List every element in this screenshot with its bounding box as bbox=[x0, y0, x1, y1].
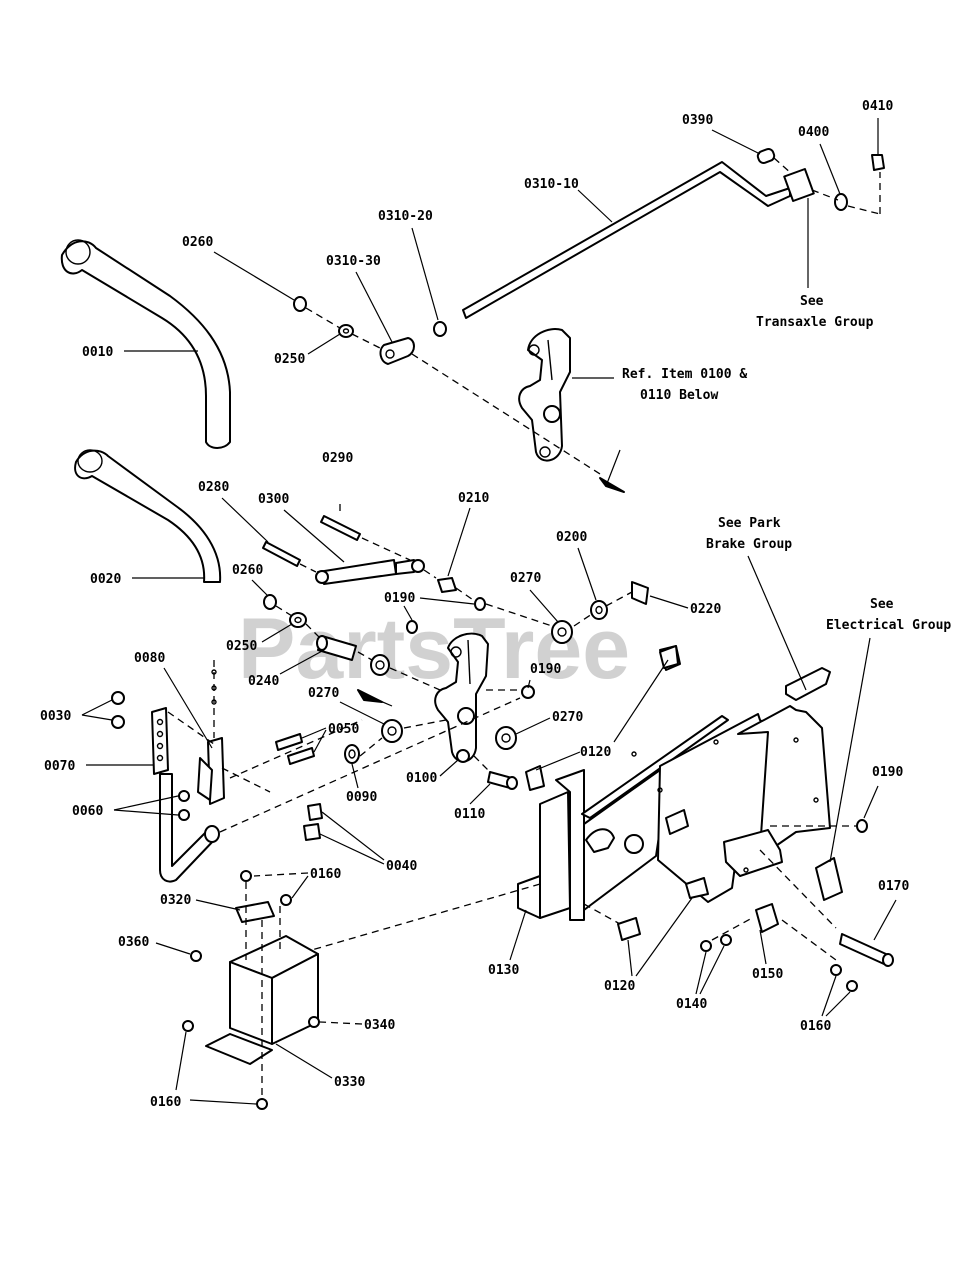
callout-0070: 0070 bbox=[44, 759, 75, 774]
control-lever-lower bbox=[434, 632, 489, 763]
callout-0300: 0300 bbox=[258, 492, 289, 507]
frame-bracket bbox=[283, 645, 862, 959]
callout-0360: 0360 bbox=[118, 935, 149, 950]
note-park-line1: See Park bbox=[718, 516, 781, 531]
reference-notes: See Transaxle Group Ref. Item 0100 & 011… bbox=[622, 294, 951, 863]
callout-0280: 0280 bbox=[198, 480, 229, 495]
callout-0400: 0400 bbox=[798, 125, 829, 140]
note-transaxle-line1: See bbox=[800, 294, 824, 309]
callout-0190-right: 0190 bbox=[872, 765, 903, 780]
callout-0410: 0410 bbox=[862, 99, 893, 114]
gas-spring-assembly bbox=[262, 504, 437, 585]
callout-0260-lower: 0260 bbox=[232, 563, 263, 578]
callout-0160-upper: 0160 bbox=[310, 867, 341, 882]
callout-0140: 0140 bbox=[676, 997, 707, 1012]
lower-bracket-assembly bbox=[182, 870, 320, 1110]
callout-0190-upper: 0190 bbox=[384, 591, 415, 606]
control-lever-upper bbox=[411, 328, 625, 493]
handle-upper bbox=[60, 239, 231, 449]
note-ref-line1: Ref. Item 0100 & bbox=[622, 367, 747, 382]
link-rod-assembly bbox=[462, 148, 885, 319]
callout-0080: 0080 bbox=[134, 651, 165, 666]
callout-0110: 0110 bbox=[454, 807, 485, 822]
note-electrical-line2: Electrical Group bbox=[826, 618, 951, 633]
callout-0100: 0100 bbox=[406, 771, 437, 786]
rod-end-hardware-upper bbox=[293, 296, 447, 365]
left-lever-assembly bbox=[111, 660, 521, 883]
callout-0160-lower: 0160 bbox=[150, 1095, 181, 1110]
callout-0250-upper: 0250 bbox=[274, 352, 305, 367]
callout-0390: 0390 bbox=[682, 113, 713, 128]
callout-0090: 0090 bbox=[346, 790, 377, 805]
callout-0240: 0240 bbox=[248, 674, 279, 689]
callout-0190-mid: 0190 bbox=[530, 662, 561, 677]
callout-0160-right: 0160 bbox=[800, 1019, 831, 1034]
callout-0220: 0220 bbox=[690, 602, 721, 617]
callout-0130: 0130 bbox=[488, 963, 519, 978]
callout-0270-left: 0270 bbox=[308, 686, 339, 701]
callout-0010: 0010 bbox=[82, 345, 113, 360]
callout-0040: 0040 bbox=[386, 859, 417, 874]
callout-0340: 0340 bbox=[364, 1018, 395, 1033]
callout-0250-lower: 0250 bbox=[226, 639, 257, 654]
note-park-line2: Brake Group bbox=[706, 537, 792, 552]
callout-0310-30: 0310-30 bbox=[326, 254, 381, 269]
callout-0170: 0170 bbox=[878, 879, 909, 894]
note-ref-line2: 0110 Below bbox=[640, 388, 718, 403]
callout-0150: 0150 bbox=[752, 967, 783, 982]
callout-0050: 0050 bbox=[328, 722, 359, 737]
callout-labels: 0010 0020 0030 0040 0050 0060 0070 0080 … bbox=[40, 99, 909, 1110]
callout-0020: 0020 bbox=[90, 572, 121, 587]
note-electrical-line1: See bbox=[870, 597, 894, 612]
right-side-hardware bbox=[617, 645, 894, 992]
callout-0290: 0290 bbox=[322, 451, 353, 466]
callout-0120-upper: 0120 bbox=[580, 745, 611, 760]
callout-0310-10: 0310-10 bbox=[524, 177, 579, 192]
bushing-hardware bbox=[406, 577, 486, 634]
callout-0310-20: 0310-20 bbox=[378, 209, 433, 224]
callout-0260-upper: 0260 bbox=[182, 235, 213, 250]
callout-0270-top: 0270 bbox=[510, 571, 541, 586]
spacer-hardware-lower bbox=[263, 594, 390, 676]
callout-0330: 0330 bbox=[334, 1075, 365, 1090]
callout-0060: 0060 bbox=[72, 804, 103, 819]
callout-0200: 0200 bbox=[556, 530, 587, 545]
lever-bushings bbox=[344, 581, 649, 790]
callout-0030: 0030 bbox=[40, 709, 71, 724]
callout-0210: 0210 bbox=[458, 491, 489, 506]
callout-0320: 0320 bbox=[160, 893, 191, 908]
callout-0120-lower: 0120 bbox=[604, 979, 635, 994]
callout-0270-right: 0270 bbox=[552, 710, 583, 725]
handle-lower bbox=[74, 449, 222, 583]
note-transaxle-line2: Transaxle Group bbox=[756, 315, 874, 330]
